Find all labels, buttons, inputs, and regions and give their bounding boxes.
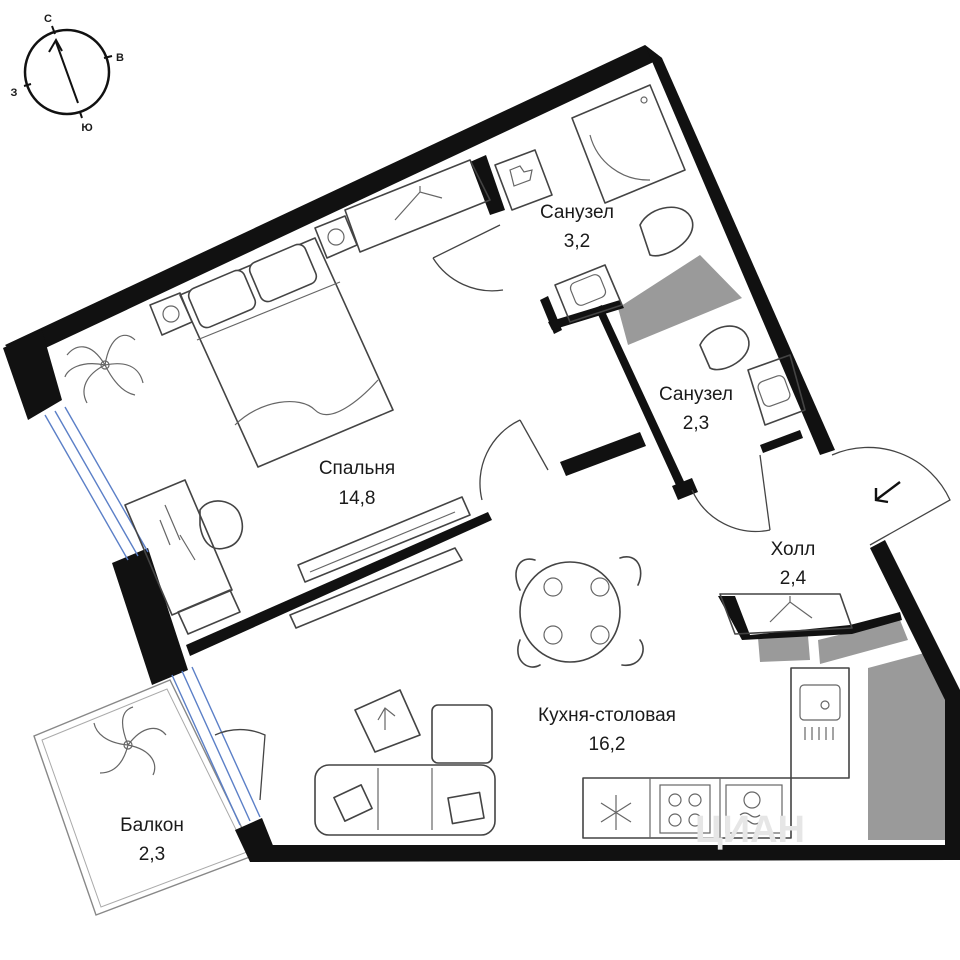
shaft-1 xyxy=(618,255,742,345)
desk xyxy=(124,479,233,616)
chair-1 xyxy=(515,558,536,591)
bedroom-name: Спальня xyxy=(319,458,395,479)
sink1-icon xyxy=(554,264,623,323)
shaft-3 xyxy=(818,620,908,664)
walls xyxy=(3,45,960,862)
bedroom-area: 14,8 xyxy=(339,488,376,509)
bathroom1-name: Санузел xyxy=(540,202,614,223)
watermark-text: ЦИАН xyxy=(695,809,805,851)
wardrobe xyxy=(344,159,491,253)
compass-arrowhead-icon xyxy=(48,37,63,53)
balcony xyxy=(33,679,256,916)
compass-ring xyxy=(23,28,111,116)
shaft-4 xyxy=(868,652,945,840)
balcony-plant-icon xyxy=(93,706,167,776)
compass-west-label: З xyxy=(11,87,18,99)
stove-icon xyxy=(659,784,711,834)
chair-2 xyxy=(619,556,642,586)
hall-name: Холл xyxy=(771,539,816,560)
ventilation-shafts xyxy=(618,255,945,840)
chair-3 xyxy=(517,639,541,668)
bathroom2-fixtures xyxy=(699,325,806,426)
entrance-door xyxy=(831,446,951,546)
compass-needle-icon xyxy=(55,41,79,104)
kitchen-area: 16,2 xyxy=(589,734,626,755)
kitchen-counter xyxy=(582,777,792,839)
room-labels: Санузел 3,2 Санузел 2,3 Спальня 14,8 Хол… xyxy=(120,202,815,865)
ottoman xyxy=(354,689,421,753)
plant-icon xyxy=(64,334,144,404)
door-balcony xyxy=(214,728,266,801)
bathroom2-area: 2,3 xyxy=(683,413,709,434)
compass-south-label: Ю xyxy=(81,122,92,134)
fridge-snowflake-icon xyxy=(600,795,632,830)
kitchen-furniture xyxy=(314,556,850,839)
kitchen-sink-icon xyxy=(799,684,841,740)
nightstand-right xyxy=(314,215,358,259)
nightstand-left xyxy=(149,292,193,336)
doors xyxy=(214,224,951,801)
balcony-area: 2,3 xyxy=(139,844,165,865)
kitchen-name: Кухня-столовая xyxy=(538,705,676,726)
balcony-name: Балкон xyxy=(120,815,184,836)
hall-area: 2,4 xyxy=(780,568,807,589)
washer-icon xyxy=(494,149,553,211)
shaft-2 xyxy=(758,636,810,662)
bathroom1-fixtures xyxy=(494,84,694,323)
door-bath2 xyxy=(691,489,771,533)
bathroom1-area: 3,2 xyxy=(564,231,590,252)
dishwasher-icon xyxy=(725,784,783,834)
door-bath1 xyxy=(432,257,504,292)
door-bedroom xyxy=(479,419,521,501)
chair-4 xyxy=(621,639,644,666)
bookshelf xyxy=(177,589,241,635)
compass-north-label: С xyxy=(44,13,52,25)
compass-east-label: В xyxy=(116,52,124,64)
toilet2-icon xyxy=(699,325,750,371)
sofa xyxy=(314,764,496,836)
toilet1-icon xyxy=(639,206,694,257)
kitchen-counter-side xyxy=(790,667,850,779)
hall-closet xyxy=(719,593,853,635)
tv-stand xyxy=(297,496,471,583)
bedroom-furniture xyxy=(64,159,491,635)
sink2-icon xyxy=(747,354,806,426)
chair xyxy=(199,500,244,550)
compass: С В Ю З xyxy=(11,13,124,134)
bathroom2-name: Санузел xyxy=(659,384,733,405)
armchair xyxy=(431,704,493,764)
tv-unit-kitchen xyxy=(289,547,463,629)
dining-table xyxy=(519,561,621,663)
entrance-arrow-icon xyxy=(874,481,901,504)
